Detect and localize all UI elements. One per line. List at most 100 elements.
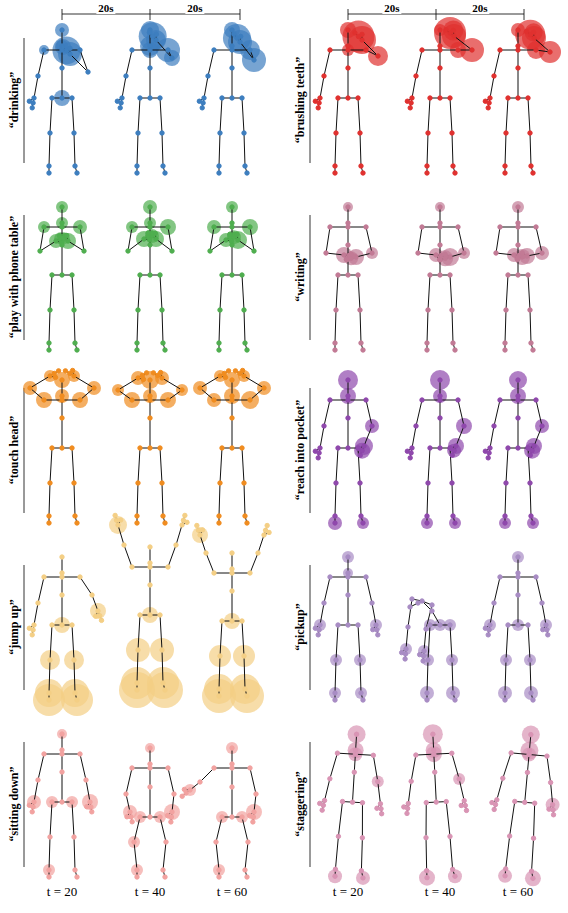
bone xyxy=(68,241,84,251)
joint-dot xyxy=(151,371,155,375)
bone xyxy=(74,660,75,693)
joint-dot xyxy=(158,370,162,374)
joint-dot xyxy=(236,238,240,242)
bone xyxy=(138,98,140,133)
bone xyxy=(62,577,63,595)
bone xyxy=(440,68,441,98)
attention-circle xyxy=(131,371,145,385)
joint-dot xyxy=(516,416,520,420)
joint-dot xyxy=(516,66,520,70)
bone xyxy=(406,627,408,649)
bone xyxy=(38,577,44,603)
attention-circle xyxy=(136,231,152,247)
skeleton xyxy=(197,22,266,175)
bone xyxy=(44,50,62,51)
joint-dot xyxy=(158,273,162,277)
joint-dot xyxy=(495,798,499,802)
joint-dot xyxy=(548,780,552,784)
joint-dot xyxy=(126,249,130,253)
bone xyxy=(219,483,220,516)
joint-dot xyxy=(430,609,434,613)
joint-dot xyxy=(416,251,420,255)
joint-dot xyxy=(533,801,537,805)
joint-dot xyxy=(60,593,64,597)
time-label: t = 40 xyxy=(135,884,165,900)
joint-dot xyxy=(504,131,508,135)
joint-dot xyxy=(170,249,174,253)
joint-dot xyxy=(316,106,320,110)
joint-dot xyxy=(513,799,517,803)
joint-dot xyxy=(63,369,67,373)
joint-dot xyxy=(524,29,528,33)
joint-dot xyxy=(212,225,216,229)
action-label: “touch head” xyxy=(7,416,22,484)
joint-dot xyxy=(409,779,413,783)
joint-dot xyxy=(450,658,454,662)
skeleton xyxy=(123,743,180,879)
bone xyxy=(250,388,264,400)
joint-dot xyxy=(60,225,64,229)
joint-dot xyxy=(161,681,165,685)
joint-dot xyxy=(410,597,414,601)
joint-dot xyxy=(444,28,448,32)
joint-dot xyxy=(73,691,77,695)
bone xyxy=(518,68,519,98)
joint-dot xyxy=(453,171,457,175)
bone xyxy=(434,753,452,755)
joint-dot xyxy=(239,34,243,38)
joint-dot xyxy=(116,523,120,527)
bone xyxy=(360,310,361,343)
joint-dot xyxy=(426,131,430,135)
bone xyxy=(412,426,416,448)
joint-dot xyxy=(148,583,152,587)
joint-dot xyxy=(48,658,52,662)
bone xyxy=(49,133,50,166)
joint-dot xyxy=(158,815,162,819)
bone xyxy=(86,780,90,802)
joint-dot xyxy=(449,446,453,450)
joint-dot xyxy=(322,74,326,78)
bone xyxy=(200,768,214,782)
joint-dot xyxy=(72,658,76,662)
joint-dot xyxy=(346,205,350,209)
attention-circle xyxy=(227,230,241,244)
action-label: “writing” xyxy=(293,252,308,301)
joint-dot xyxy=(544,623,548,627)
joint-dot xyxy=(424,800,428,804)
bone xyxy=(150,245,151,275)
joint-dot xyxy=(59,240,63,244)
bone xyxy=(366,227,372,253)
bone xyxy=(452,753,459,779)
bone xyxy=(518,595,519,625)
bone xyxy=(324,400,330,426)
joint-dot xyxy=(47,691,51,695)
joint-dot xyxy=(504,308,508,312)
joint-dot xyxy=(534,398,538,402)
bone xyxy=(446,802,450,837)
joint-dot xyxy=(340,799,344,803)
label-bar xyxy=(310,38,311,163)
attention-circle xyxy=(447,444,461,458)
joint-dot xyxy=(90,593,94,597)
joint-dot xyxy=(230,746,234,750)
joint-dot xyxy=(84,778,88,782)
attention-circle xyxy=(193,381,207,395)
joint-dot xyxy=(142,237,146,241)
joint-dot xyxy=(220,619,224,623)
joint-dot xyxy=(165,813,169,817)
joint-dot xyxy=(346,446,350,450)
skeleton xyxy=(38,201,87,352)
joint-dot xyxy=(135,171,139,175)
joint-dot xyxy=(428,273,432,277)
joint-dot xyxy=(528,481,532,485)
joint-dot xyxy=(399,650,403,654)
skeleton xyxy=(109,513,189,708)
bone xyxy=(242,98,244,133)
joint-dot xyxy=(316,633,320,637)
time-bracket xyxy=(62,9,240,20)
bone xyxy=(232,787,233,817)
bone xyxy=(232,400,233,418)
joint-dot xyxy=(333,867,337,871)
attention-circle xyxy=(155,371,169,385)
joint-dot xyxy=(503,521,507,525)
